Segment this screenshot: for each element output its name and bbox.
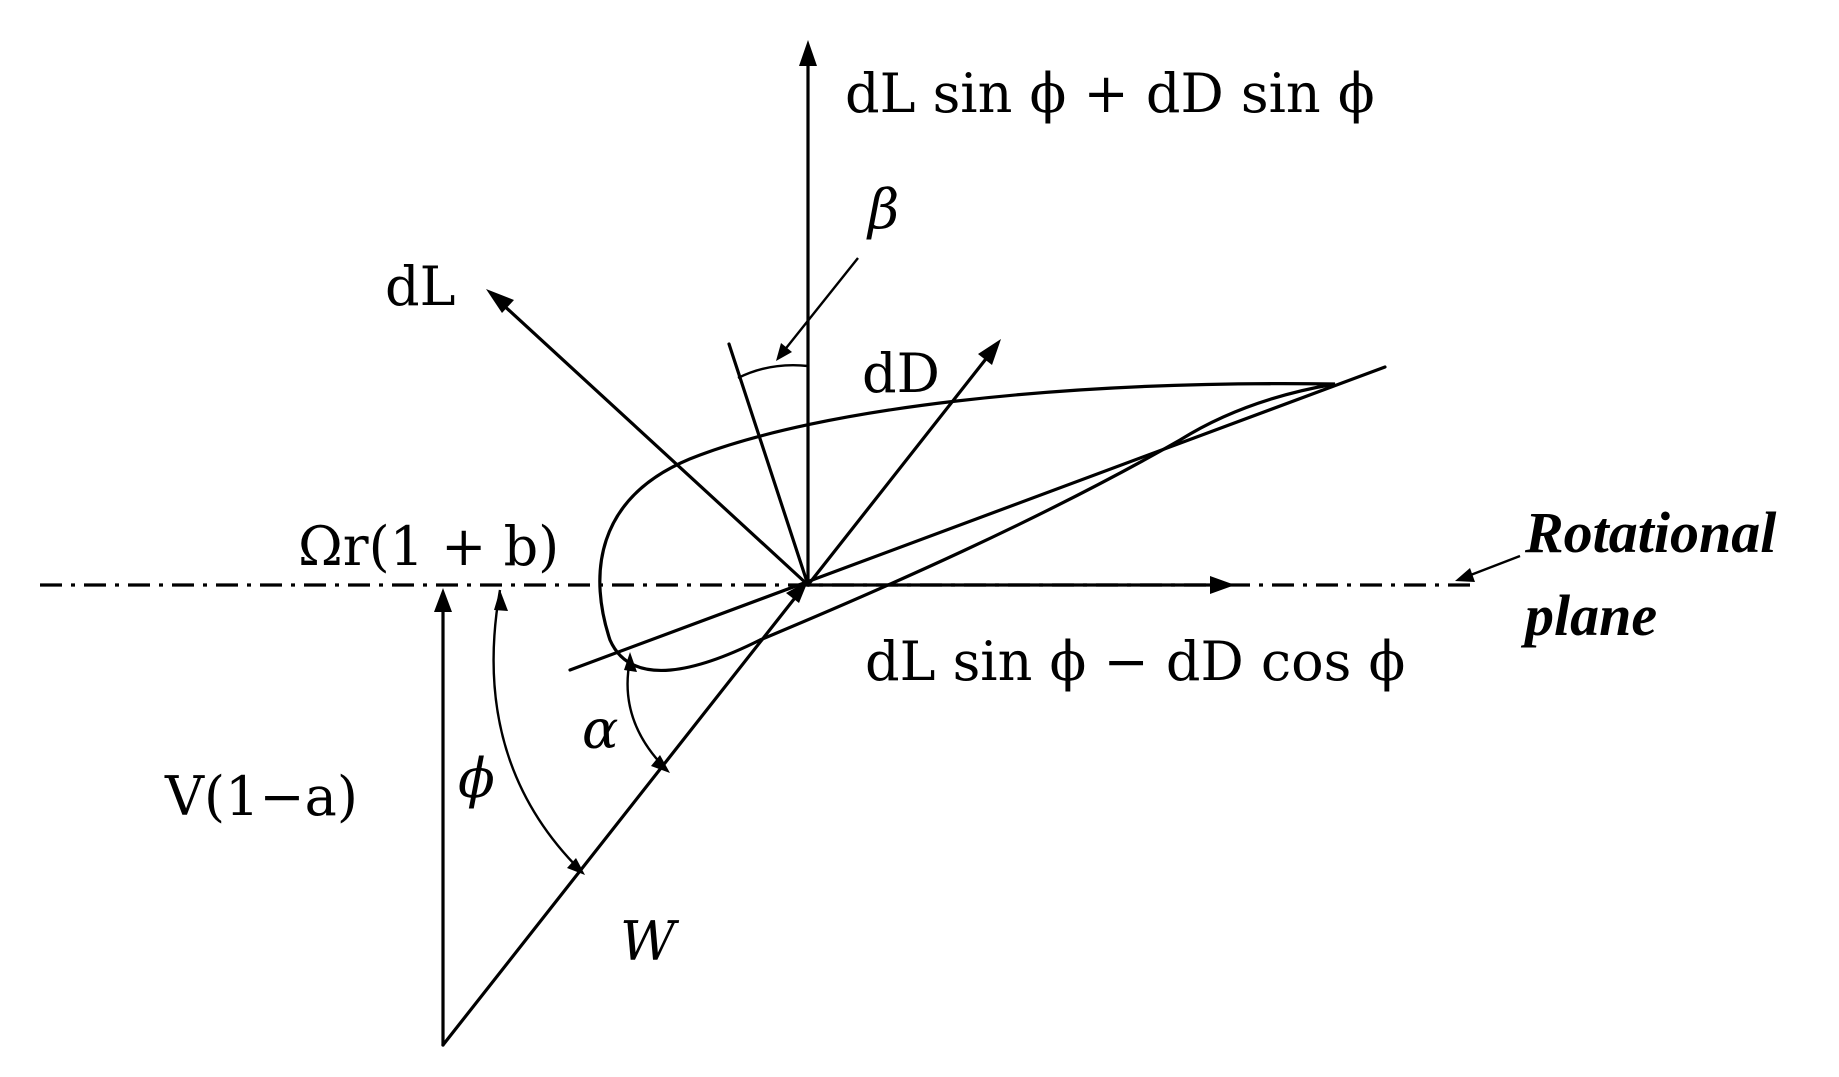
arrowhead-icon — [434, 588, 452, 612]
rotational-plane-pointer — [1467, 554, 1521, 578]
arrowhead-icon — [567, 858, 585, 875]
arrowhead-icon — [651, 755, 670, 773]
tangential-velocity-label: Ωr(1 + b) — [298, 515, 559, 578]
phi-angle-arc — [492, 589, 581, 871]
beta-label: β — [866, 178, 899, 241]
lift-vector — [498, 300, 810, 587]
arrowhead-icon — [486, 289, 514, 313]
arrowhead-icon — [799, 40, 817, 66]
arrowhead-icon — [776, 343, 792, 361]
lift-label: dL — [385, 255, 455, 318]
blade-reference-line — [727, 342, 810, 587]
arrowhead-icon — [1210, 576, 1235, 594]
alpha-label: α — [582, 698, 618, 761]
arrowhead-icon — [1455, 568, 1475, 582]
drag-vector — [806, 353, 991, 587]
phi-label: ϕ — [458, 747, 495, 810]
vertical-force-label: dL sin ϕ + dD sin ϕ — [845, 62, 1375, 125]
horizontal-force-label: dL sin ϕ − dD cos ϕ — [865, 630, 1405, 693]
alpha-angle-arc — [626, 659, 666, 769]
relative-velocity-vector — [441, 592, 800, 1047]
relative-velocity-label: W — [620, 910, 680, 973]
beta-angle-arc — [737, 364, 809, 380]
arrowhead-icon — [786, 581, 808, 603]
rotational-plane-label-line1: Rotational — [1524, 500, 1777, 565]
rotational-plane-label-line2: plane — [1520, 583, 1657, 648]
beta-pointer — [782, 257, 859, 353]
arrowhead-icon — [624, 652, 637, 672]
chord-line — [568, 365, 1387, 672]
axial-velocity-label: V(1−a) — [164, 765, 358, 828]
arrowhead-icon — [978, 339, 1001, 365]
arrowhead-icon — [494, 590, 508, 611]
drag-label: dD — [862, 342, 940, 405]
